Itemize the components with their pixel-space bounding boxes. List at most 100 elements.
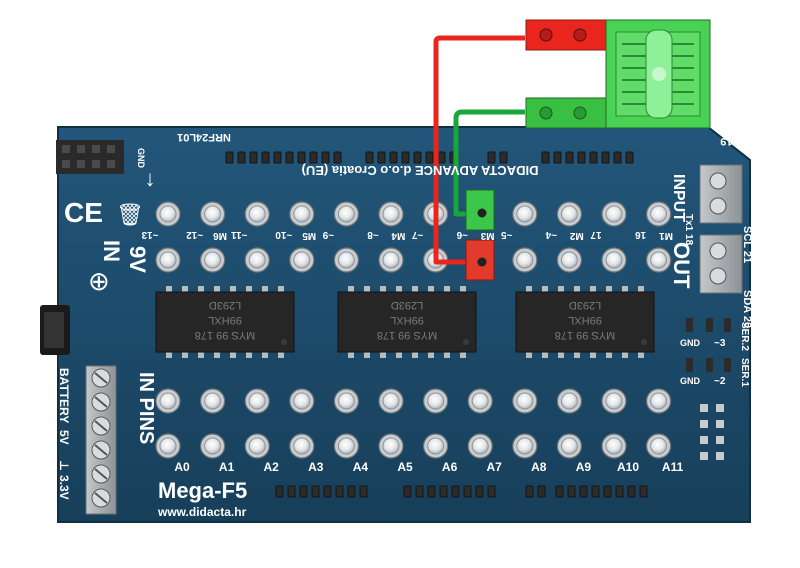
gnd-top-label: GND (136, 148, 146, 169)
analog-pin-bottom-2[interactable] (244, 433, 270, 459)
aux-pin (716, 452, 724, 460)
digital-pin-bottom-1[interactable] (200, 247, 226, 273)
header-pin (577, 151, 586, 164)
digital-pin-top-8[interactable] (512, 201, 538, 227)
header-pin (525, 485, 534, 498)
header-pin (541, 151, 550, 164)
digital-pin-top-3[interactable] (289, 201, 315, 227)
analog-pin-bottom-5[interactable] (378, 433, 404, 459)
out-pin-label: ~6 (456, 229, 468, 240)
analog-pin-top-8[interactable] (512, 388, 538, 414)
red-connector (465, 239, 495, 281)
analog-pin-row-bottom (155, 433, 672, 459)
analog-pin-top-11[interactable] (645, 388, 672, 414)
header-pin (237, 151, 246, 164)
p3-label: ~3 (714, 338, 726, 349)
nrf-pin (107, 160, 115, 168)
analog-pin-bottom-8[interactable] (512, 433, 538, 459)
analog-pin-top-1[interactable] (200, 388, 226, 414)
header-pin (589, 151, 598, 164)
chip-batch: 99HXL (208, 314, 242, 326)
analog-pin-bottom-4[interactable] (333, 433, 359, 459)
analog-pin-label: A8 (531, 460, 547, 474)
5v-label: 5V (57, 430, 71, 445)
right-terminal-block-top (699, 164, 743, 224)
p2-label: ~2 (714, 376, 726, 387)
out-pin-label: ~4 (545, 229, 557, 240)
analog-pin-top-3[interactable] (289, 388, 315, 414)
tx1-label: Tx1 18 (683, 214, 694, 246)
header-pin (613, 151, 622, 164)
analog-pin-top-6[interactable] (423, 388, 449, 414)
digital-pin-bottom-10[interactable] (601, 247, 627, 273)
analog-pin-bottom-11[interactable] (645, 433, 672, 459)
digital-pin-top-11[interactable] (645, 201, 672, 227)
header-pin (603, 485, 612, 498)
header-pin (499, 151, 508, 164)
digital-pin-top-1[interactable] (200, 201, 226, 227)
header-pin (463, 485, 472, 498)
input-vertical-label: INPUT (670, 174, 687, 222)
serial-header-pin (686, 358, 693, 372)
nrf-pin (92, 160, 100, 168)
ground-symbol-icon: ⊥ (57, 460, 71, 471)
analog-pin-bottom-9[interactable] (556, 433, 583, 459)
analog-pin-top-5[interactable] (378, 388, 404, 414)
header-pin (225, 151, 234, 164)
nrf-pin (62, 145, 70, 153)
analog-pin-top-4[interactable] (333, 388, 359, 414)
header-pin (401, 151, 410, 164)
dc-jack (40, 305, 70, 355)
analog-pin-top-10[interactable] (601, 388, 627, 414)
analog-pin-bottom-0[interactable] (155, 433, 181, 459)
digital-pin-top-5[interactable] (378, 201, 404, 227)
header-pin (299, 485, 308, 498)
digital-pin-top-0[interactable] (155, 201, 181, 227)
analog-pin-bottom-1[interactable] (200, 433, 226, 459)
scl-label: SCL 21 (741, 226, 753, 263)
digital-pin-top-9[interactable] (556, 201, 583, 227)
analog-pin-bottom-3[interactable] (289, 433, 315, 459)
header-pin (287, 485, 296, 498)
header-pin (427, 485, 436, 498)
serial-header-pin (706, 358, 713, 372)
header-pin (639, 485, 648, 498)
gnd-b-label: GND (680, 376, 701, 386)
chip-code: MYS 99 178 (195, 329, 256, 341)
digital-pin-bottom-9[interactable] (556, 247, 583, 273)
analog-pin-label: A3 (308, 460, 324, 474)
board-url: www.didacta.hr (157, 505, 247, 519)
analog-pin-label: A9 (576, 460, 592, 474)
analog-pin-label: A7 (487, 460, 503, 474)
digital-pin-top-4[interactable] (333, 201, 359, 227)
analog-pin-bottom-7[interactable] (467, 433, 493, 459)
analog-pin-top-9[interactable] (556, 388, 583, 414)
header-pin (451, 485, 460, 498)
digital-pin-bottom-5[interactable] (378, 247, 404, 273)
motor-label: M2 (569, 230, 583, 241)
analog-pin-top-7[interactable] (467, 388, 493, 414)
header-pin (403, 485, 412, 498)
aux-pin (716, 420, 724, 428)
digital-pin-bottom-4[interactable] (333, 247, 359, 273)
digital-pin-top-2[interactable] (244, 201, 270, 227)
ser1-label: SER.1 (739, 358, 750, 387)
digital-pin-top-10[interactable] (601, 201, 627, 227)
digital-pin-bottom-2[interactable] (244, 247, 270, 273)
digital-pin-bottom-8[interactable] (512, 247, 538, 273)
motor-label: M4 (391, 230, 405, 241)
analog-pin-bottom-6[interactable] (423, 433, 449, 459)
digital-pin-bottom-3[interactable] (289, 247, 315, 273)
digital-pin-bottom-11[interactable] (645, 247, 672, 273)
header-pin (487, 151, 496, 164)
dc-polarity-icon: ⊕ (88, 266, 110, 296)
in-pins-label: IN PINS (135, 372, 157, 444)
analog-pin-top-2[interactable] (244, 388, 270, 414)
nrf-pin (62, 160, 70, 168)
header-pin (275, 485, 284, 498)
analog-pin-bottom-10[interactable] (601, 433, 627, 459)
digital-pin-bottom-0[interactable] (155, 247, 181, 273)
header-pin (309, 151, 318, 164)
analog-pin-top-0[interactable] (155, 388, 181, 414)
